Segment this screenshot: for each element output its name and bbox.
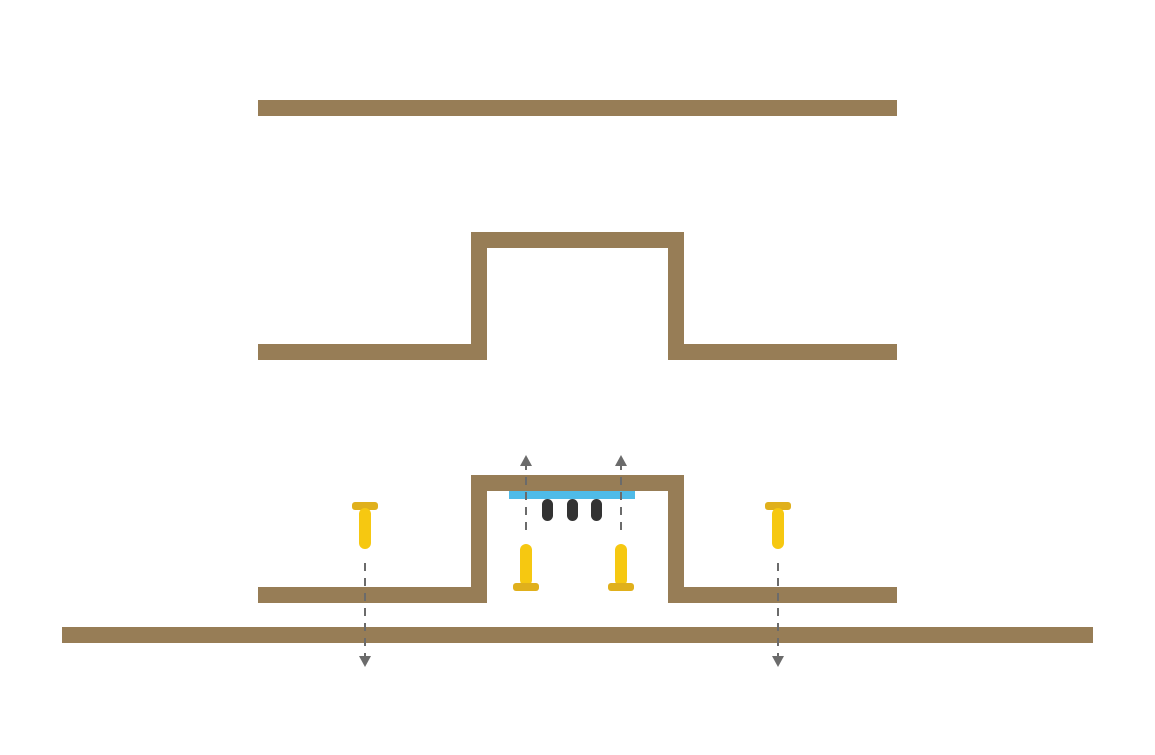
mounted-strip (258, 475, 897, 603)
screw-inner-right (608, 455, 634, 591)
screw-head (513, 583, 539, 591)
pin (567, 499, 578, 521)
stage-mounted (62, 455, 1093, 667)
screw-inner-left (513, 455, 539, 591)
pcb-plate (509, 491, 635, 521)
screw-shank (772, 508, 784, 549)
arrow-up-icon (615, 455, 627, 466)
screw-right-outer (765, 502, 791, 667)
stage-bent-strip (258, 232, 897, 360)
screw-shank (359, 508, 371, 549)
pin (591, 499, 602, 521)
bent-strip (258, 232, 897, 360)
base-rail (62, 627, 1093, 643)
flat-strip (258, 100, 897, 116)
screw-head (608, 583, 634, 591)
screw-shank (615, 544, 627, 586)
arrow-down-icon (359, 656, 371, 667)
screw-left-outer (352, 502, 378, 667)
arrow-down-icon (772, 656, 784, 667)
stage-flat-strip (258, 100, 897, 116)
plate-body (509, 491, 635, 499)
screw-head (352, 502, 378, 510)
arrow-up-icon (520, 455, 532, 466)
screw-shank (520, 544, 532, 586)
pin (542, 499, 553, 521)
screw-head (765, 502, 791, 510)
